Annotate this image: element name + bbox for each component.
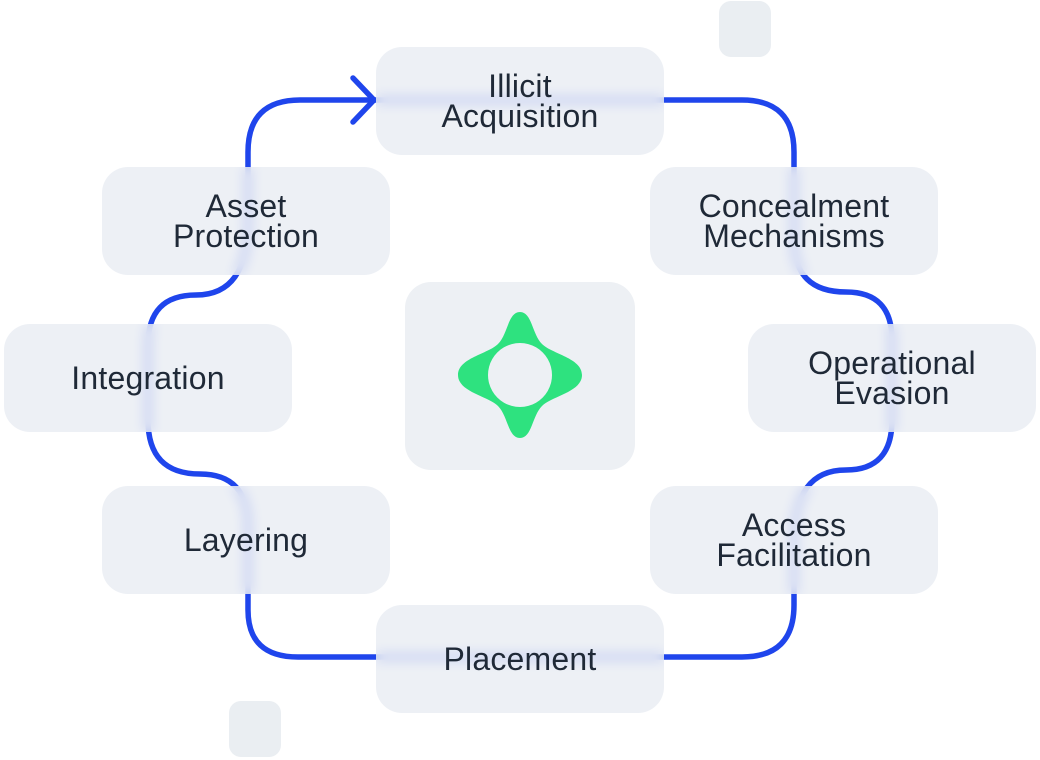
node-access-facilitation: Access Facilitation — [650, 486, 938, 594]
node-illicit-acquisition: Illicit Acquisition — [376, 47, 664, 155]
node-label: Layering — [183, 522, 309, 558]
node-label: Placement — [443, 641, 597, 677]
four-point-star-ring-logo-icon — [458, 312, 582, 438]
node-label: Access Facilitation — [716, 507, 872, 573]
node-label: Concealment Mechanisms — [698, 188, 890, 254]
node-integration: Integration — [4, 324, 292, 432]
node-layering: Layering — [102, 486, 390, 594]
node-operational-evasion: Operational Evasion — [748, 324, 1036, 432]
node-label: Integration — [71, 360, 225, 396]
arrow-head-icon — [350, 75, 377, 125]
node-label: Operational Evasion — [808, 345, 976, 411]
node-label: Illicit Acquisition — [441, 68, 599, 134]
node-concealment-mechanisms: Concealment Mechanisms — [650, 167, 938, 275]
node-placement: Placement — [376, 605, 664, 713]
node-label: Asset Protection — [172, 188, 320, 254]
node-asset-protection: Asset Protection — [102, 167, 390, 275]
center-logo-card — [405, 282, 635, 470]
decorative-square-bottom — [229, 701, 281, 757]
decorative-square-top — [719, 1, 771, 57]
